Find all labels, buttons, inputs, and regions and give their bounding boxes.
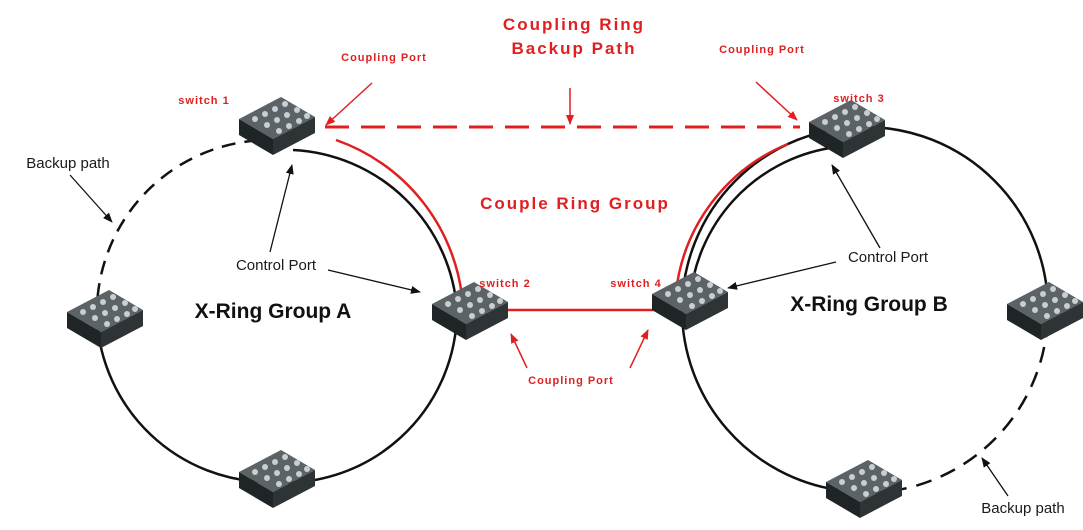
coupling-port-label-switch3: Coupling Port	[719, 44, 805, 56]
switch-1-label: switch 1	[178, 95, 229, 107]
group-a-label: X-Ring Group A	[195, 300, 352, 323]
ring-a-left-device	[67, 290, 143, 348]
ring-b-solid	[680, 125, 1050, 492]
switch-3-label: switch 3	[833, 93, 884, 105]
control-port-label-b: Control Port	[848, 249, 929, 266]
ring-b-inner-arc	[688, 146, 831, 301]
arrow-control-port-switch4	[727, 261, 837, 290]
ring-a-solid	[95, 148, 459, 484]
title-line-2: Backup Path	[512, 39, 637, 58]
coupling-arc-right	[674, 142, 789, 293]
arrow-backup-path-ring-b	[981, 457, 1009, 497]
switch-4-label: switch 4	[610, 278, 661, 290]
arrow-coupling-port-switch2	[510, 333, 528, 369]
switch-4-device	[652, 272, 728, 330]
arrow-control-port-switch2	[327, 269, 421, 294]
coupling-arc-left	[335, 138, 464, 297]
ring-b-backup-path	[864, 309, 1050, 495]
coupling-port-label-switch1: Coupling Port	[341, 52, 427, 64]
switch-1-device	[239, 97, 315, 155]
group-b-label: X-Ring Group B	[790, 293, 947, 316]
control-port-label-a: Control Port	[236, 257, 317, 274]
backup-path-label-a: Backup path	[26, 155, 109, 172]
coupling-port-label-bottom: Coupling Port	[528, 375, 614, 387]
title-line-1: Coupling Ring	[503, 15, 645, 34]
ring-b-bottom-device	[826, 460, 902, 518]
backup-path-label-b: Backup path	[981, 500, 1064, 517]
ring-a-backup-path	[95, 138, 269, 321]
arrow-coupling-port-switch3	[755, 81, 798, 121]
switch-2-device	[432, 282, 508, 340]
couple-ring-group-label: Couple Ring Group	[480, 194, 670, 213]
ring-a-bottom-device	[239, 450, 315, 508]
arrow-control-port-switch1	[269, 164, 294, 253]
switch-2-label: switch 2	[479, 278, 530, 290]
ring-b-right-device	[1007, 282, 1083, 340]
arrow-coupling-port-switch4	[629, 329, 649, 369]
arrow-coupling-port-switch1	[325, 82, 373, 126]
arrow-backup-path-ring-a	[69, 174, 113, 223]
arrow-control-port-switch3	[831, 164, 881, 249]
